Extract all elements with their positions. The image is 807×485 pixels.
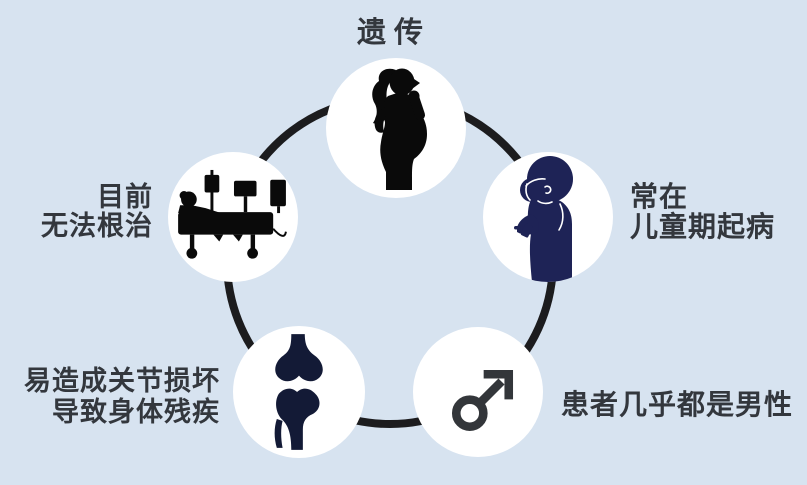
boy-with-phone-icon [514,156,573,282]
node-childhood-onset-circle [483,152,613,282]
label-childhood-onset: 常在 儿童期起病 [630,181,776,242]
node-heredity-circle [326,58,466,198]
label-joint-damage: 易造成关节损坏 导致身体残疾 [24,366,220,427]
node-male-patients-circle [413,327,543,457]
node-joint-damage-circle [233,326,365,458]
label-heredity: 遗传 [356,17,431,49]
node-incurable-circle [168,152,298,282]
label-male-patients: 患者几乎都是男性 [561,389,794,420]
hospital-bed-icon [178,169,287,259]
knee-joint-icon [274,334,323,450]
label-incurable: 目前 无法根治 [41,182,153,241]
male-symbol-icon [451,369,514,432]
pregnant-woman-icon [372,68,427,190]
